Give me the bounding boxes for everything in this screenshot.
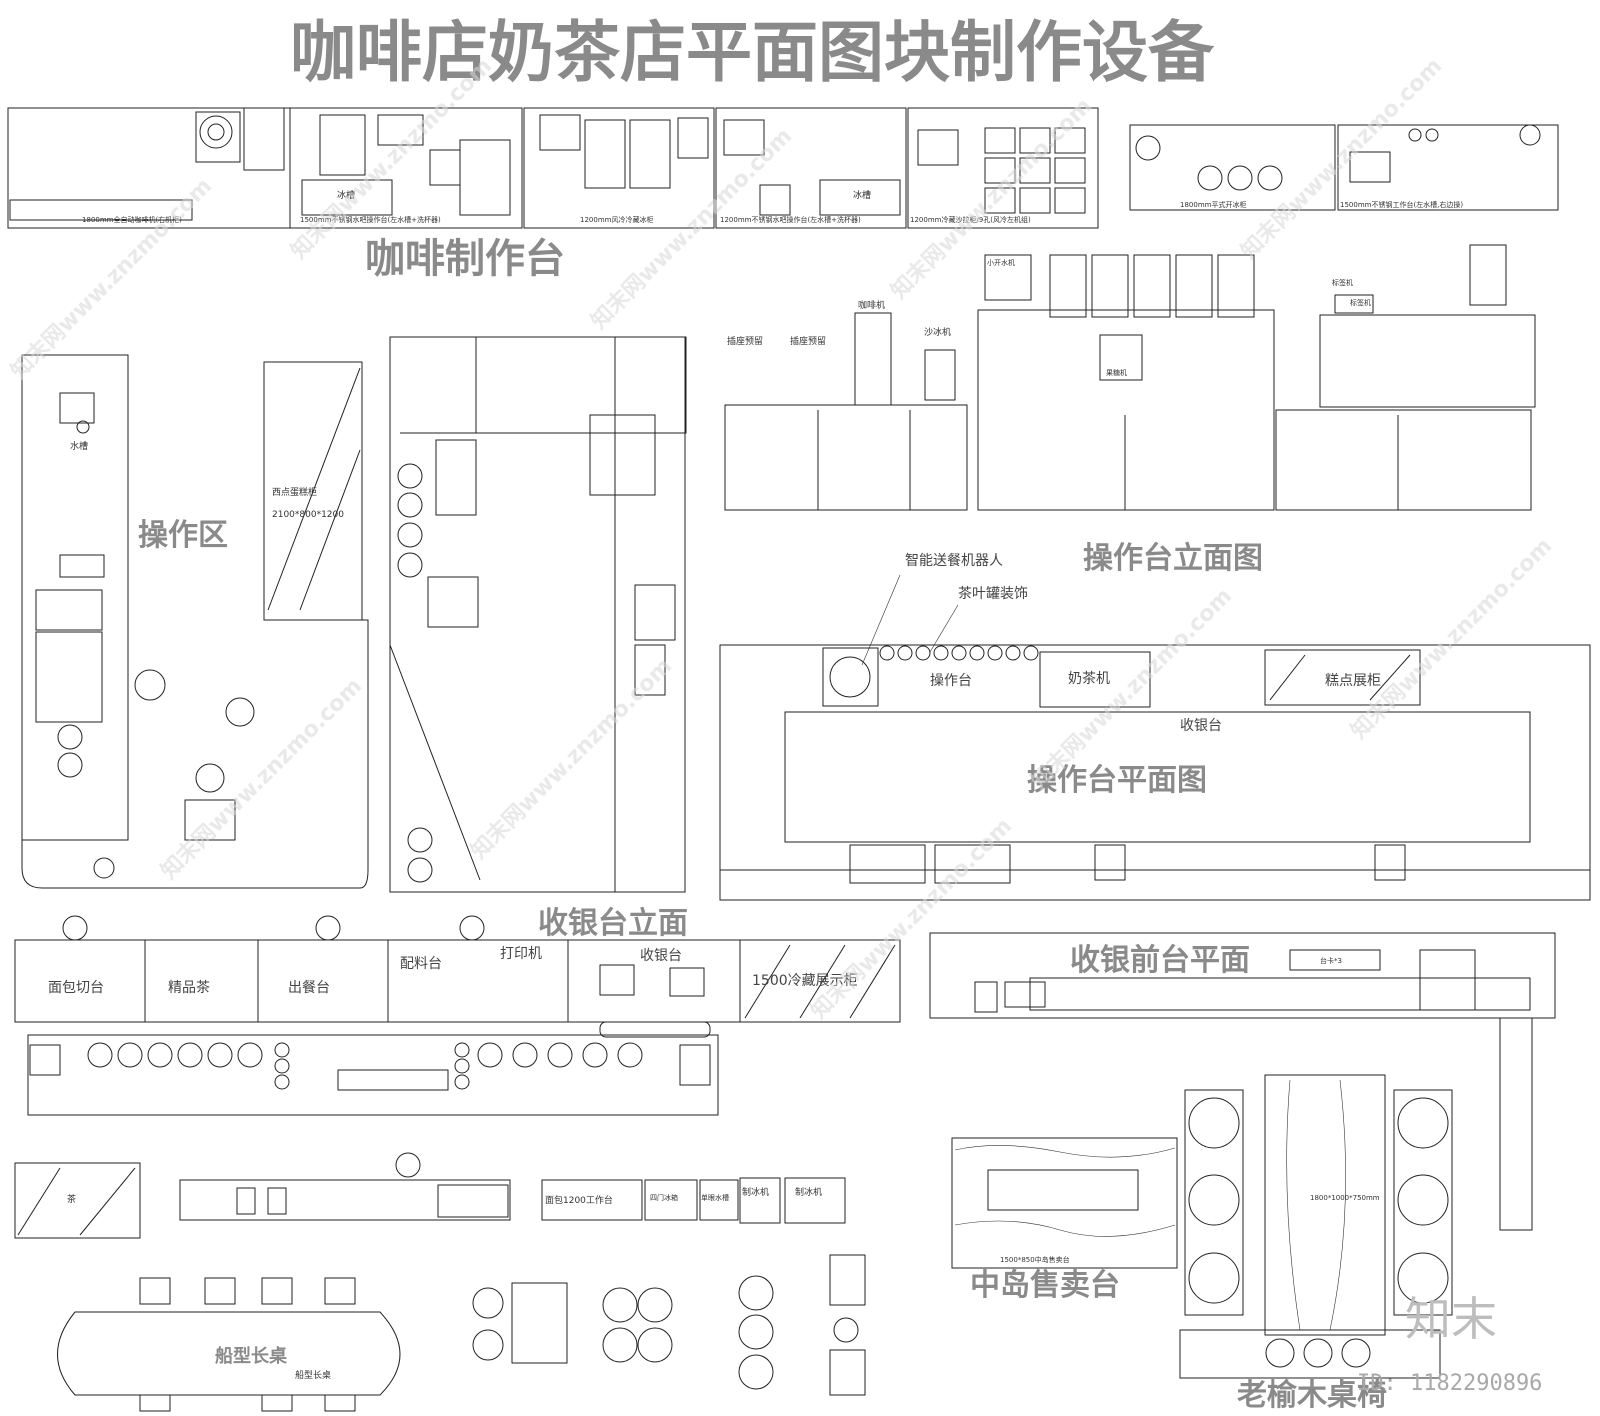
counter-elevation: 插座预留 插座预留 咖啡机 沙冰机 小开水机 果糖机 标签机 标签机 操作台立面… <box>724 244 1536 576</box>
front-desk-title: 收银前台平面 <box>1070 943 1250 978</box>
svg-text:小开水机: 小开水机 <box>987 258 1015 267</box>
svg-text:收银台: 收银台 <box>640 948 682 964</box>
cashier-elevation-title: 收银台立面 <box>538 906 688 941</box>
svg-text:茶叶罐装饰: 茶叶罐装饰 <box>958 586 1028 602</box>
elm-furniture-title: 老榆木桌椅 <box>1237 1378 1387 1413</box>
coffee-station-title: 咖啡制作台 <box>365 236 565 282</box>
watermark-text: 知末网www.znzmo.com <box>586 123 797 334</box>
svg-text:面包1200工作台: 面包1200工作台 <box>545 1194 613 1206</box>
work-area-title: 操作区 <box>138 518 228 553</box>
svg-text:果糖机: 果糖机 <box>1106 368 1127 377</box>
watermark-text: 知末网www.znzmo.com <box>466 653 677 864</box>
cashier-elevation: 收银台立面 面包切台 精品茶 出餐台 配料台 打印机 收银台 1500冷藏展示柜 <box>14 906 901 1038</box>
svg-text:冰槽: 冰槽 <box>337 189 355 201</box>
caption-1: 1800mm全自动咖啡机(右机柜) <box>82 215 182 224</box>
caption-3: 1200mm风冷冷藏冰柜 <box>580 215 653 224</box>
svg-text:出餐台: 出餐台 <box>288 980 330 996</box>
svg-text:标签机: 标签机 <box>1350 298 1371 307</box>
watermark-text: 知末网www.znzmo.com <box>1236 53 1447 264</box>
fridge-1200 <box>523 107 715 229</box>
island-counter: 1500*850中岛售卖台 中岛售卖台 <box>951 1137 1178 1303</box>
svg-text:单眼水槽: 单眼水槽 <box>701 1193 729 1202</box>
svg-text:沙冰机: 沙冰机 <box>924 326 951 338</box>
brand-logo: 知末 <box>1405 1292 1497 1346</box>
svg-text:1500*850中岛售卖台: 1500*850中岛售卖台 <box>1000 1255 1070 1264</box>
svg-text:插座预留: 插座预留 <box>790 335 826 347</box>
bar-counter-1 <box>289 107 523 229</box>
svg-text:面包切台: 面包切台 <box>48 980 104 996</box>
boat-table-title: 船型长桌 <box>215 1345 288 1367</box>
caption-7: 1500mm不锈钢工作台(左水槽,右边操) <box>1340 200 1463 209</box>
counter-elevation-title: 操作台立面图 <box>1083 541 1263 576</box>
svg-text:茶: 茶 <box>67 1193 76 1205</box>
bar-counter-2 <box>715 107 907 229</box>
svg-text:制冰机: 制冰机 <box>795 1186 822 1198</box>
watermark-text: 知末网www.znzmo.com <box>156 673 367 884</box>
svg-text:1500冷藏展示柜: 1500冷藏展示柜 <box>752 973 858 989</box>
watermark-text: 知末网www.znzmo.com <box>886 93 1097 304</box>
caption-6: 1800mm平式开冰柜 <box>1180 200 1246 209</box>
svg-text:船型长桌: 船型长桌 <box>295 1369 331 1381</box>
elm-furniture: 1800*1000*750mm 老榆木桌椅 <box>1179 1074 1453 1413</box>
caption-4: 1200mm不锈钢水吧操作台(左水槽+洗杯器) <box>720 215 861 224</box>
sheet-title: 咖啡店奶茶店平面图块制作设备 <box>290 14 1215 91</box>
svg-text:标签机: 标签机 <box>1332 278 1353 287</box>
boat-table: 船型长桌 船型长桌 <box>57 1254 866 1412</box>
svg-text:奶茶机: 奶茶机 <box>1068 671 1110 687</box>
work-area-plan: 水槽 操作区 西点蛋糕柜 2100*800*1200 <box>21 354 369 889</box>
watermark-text: 知末网www.znzmo.com <box>1346 533 1557 744</box>
counter-plan-title: 操作台平面图 <box>1027 763 1207 798</box>
sink-label: 水槽 <box>70 440 88 452</box>
open-freezer <box>1129 124 1336 211</box>
svg-text:打印机: 打印机 <box>500 945 542 962</box>
work-table-1500 <box>1337 124 1559 211</box>
svg-text:收银台: 收银台 <box>1180 718 1222 734</box>
coffee-machine-cabinet <box>7 107 291 229</box>
svg-text:冰槽: 冰槽 <box>853 189 871 201</box>
svg-text:糕点展柜: 糕点展柜 <box>1325 673 1381 689</box>
cake-cabinet-label: 西点蛋糕柜 <box>272 486 317 498</box>
svg-text:智能送餐机器人: 智能送餐机器人 <box>905 553 1003 569</box>
watermark-text: 知末网www.znzmo.com <box>6 173 217 384</box>
svg-text:制冰机: 制冰机 <box>742 1186 769 1198</box>
svg-text:配料台: 配料台 <box>400 956 442 972</box>
svg-text:操作台: 操作台 <box>930 673 972 689</box>
equipment-strip: 1800mm全自动咖啡机(右机柜) 冰槽 1500mm不锈钢水吧操作台(左水槽+… <box>7 107 1559 229</box>
svg-text:台卡*3: 台卡*3 <box>1320 956 1342 965</box>
counter-plan: 智能送餐机器人 茶叶罐装饰 操作台 奶茶机 糕点展柜 收银台 操作台平面图 <box>719 553 1591 901</box>
island-title: 中岛售卖台 <box>970 1268 1120 1303</box>
caption-2: 1500mm不锈钢水吧操作台(左水槽+洗杯器) <box>300 215 441 224</box>
lower-plans: 茶 面包1200工作台 四门冰箱 单眼水槽 制冰机 制冰机 <box>14 1034 846 1239</box>
svg-text:插座预留: 插座预留 <box>727 335 763 347</box>
front-desk-plan: 收银前台平面 台卡*3 <box>929 932 1556 1231</box>
salad-cabinet <box>907 107 1099 229</box>
svg-text:精品茶: 精品茶 <box>168 980 210 996</box>
brand-id: ID: 1182290896 <box>1357 1371 1542 1396</box>
svg-text:四门冰箱: 四门冰箱 <box>650 1193 678 1202</box>
caption-5: 1200mm冷藏沙拉柜/9孔(风冷左机组) <box>910 215 1031 224</box>
cake-dims: 2100*800*1200 <box>272 510 344 520</box>
svg-text:1800*1000*750mm: 1800*1000*750mm <box>1310 1194 1380 1202</box>
svg-text:咖啡机: 咖啡机 <box>858 299 885 311</box>
cashier-section <box>389 336 687 893</box>
